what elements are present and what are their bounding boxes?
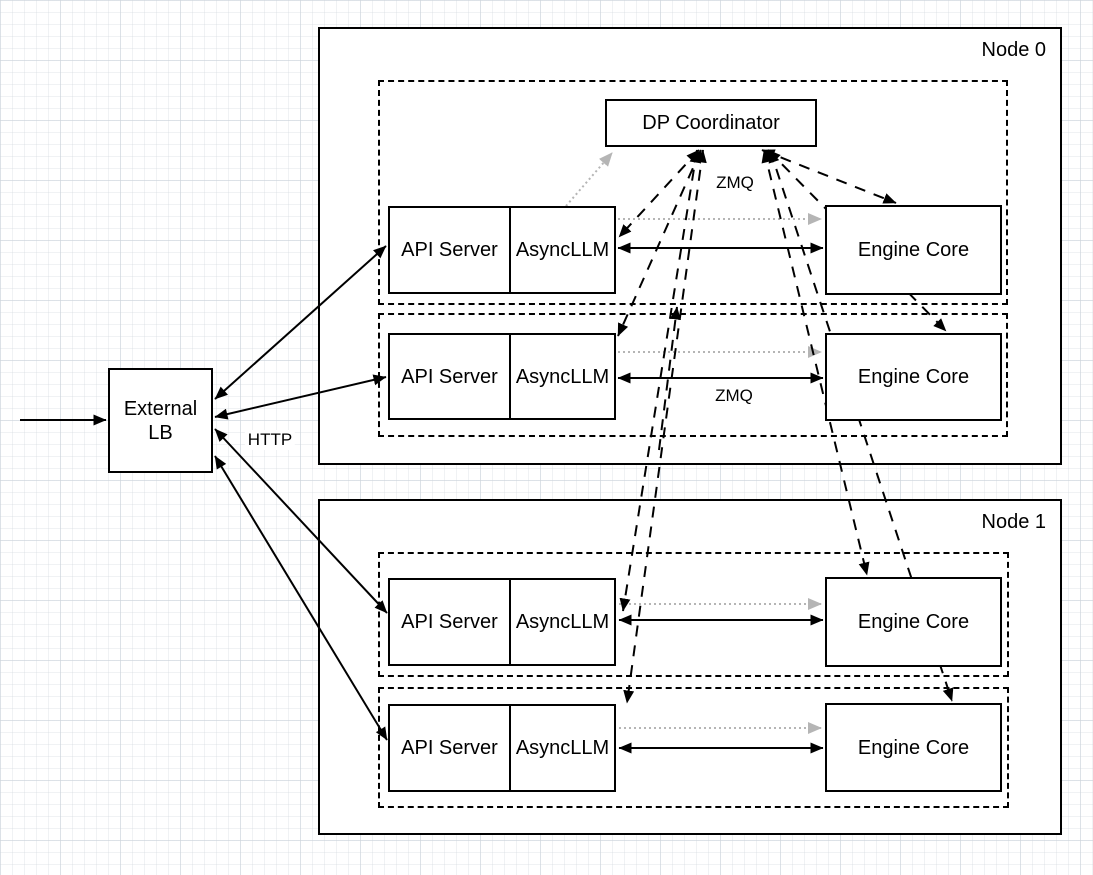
engine-core-box-0: Engine Core	[825, 205, 1002, 295]
node-1-label: Node 1	[981, 511, 1047, 533]
api-server-box-2-label: API Server	[401, 611, 498, 633]
api-server-box-3-label: API Server	[401, 737, 498, 759]
dp-coordinator-box: DP Coordinator	[605, 99, 817, 147]
engine-core-box-3: Engine Core	[825, 703, 1002, 792]
external-lb-box: External LB	[108, 368, 213, 473]
api-server-box-2: API Server	[388, 578, 511, 666]
engine-core-box-1: Engine Core	[825, 333, 1002, 421]
engine-core-box-0-label: Engine Core	[857, 239, 970, 261]
api-server-box-1-label: API Server	[401, 365, 498, 388]
api-server-box-3: API Server	[388, 704, 511, 792]
asyncllm-box-3: AsyncLLM	[509, 704, 616, 792]
dp-coordinator-box-label: DP Coordinator	[642, 112, 780, 134]
asyncllm-box-0-label: AsyncLLM	[515, 239, 610, 261]
http-label: HTTP	[244, 430, 296, 450]
engine-core-box-1-label: Engine Core	[857, 366, 970, 388]
asyncllm-box-1: AsyncLLM	[509, 333, 616, 420]
zmq-label-1: ZMQ	[712, 386, 756, 406]
api-server-box-0-label: API Server	[401, 239, 498, 261]
asyncllm-box-2-label: AsyncLLM	[515, 611, 610, 633]
engine-core-box-3-label: Engine Core	[857, 736, 970, 759]
asyncllm-box-1-label: AsyncLLM	[515, 365, 610, 388]
external-lb-box-label: External LB	[123, 397, 198, 444]
asyncllm-box-0: AsyncLLM	[509, 206, 616, 294]
api-server-box-0: API Server	[388, 206, 511, 294]
node-0-label: Node 0	[981, 39, 1047, 61]
asyncllm-box-2: AsyncLLM	[509, 578, 616, 666]
engine-core-box-2: Engine Core	[825, 577, 1002, 667]
engine-core-box-2-label: Engine Core	[857, 611, 970, 633]
asyncllm-box-3-label: AsyncLLM	[515, 737, 610, 759]
api-server-box-1: API Server	[388, 333, 511, 420]
zmq-label-0: ZMQ	[713, 173, 757, 193]
